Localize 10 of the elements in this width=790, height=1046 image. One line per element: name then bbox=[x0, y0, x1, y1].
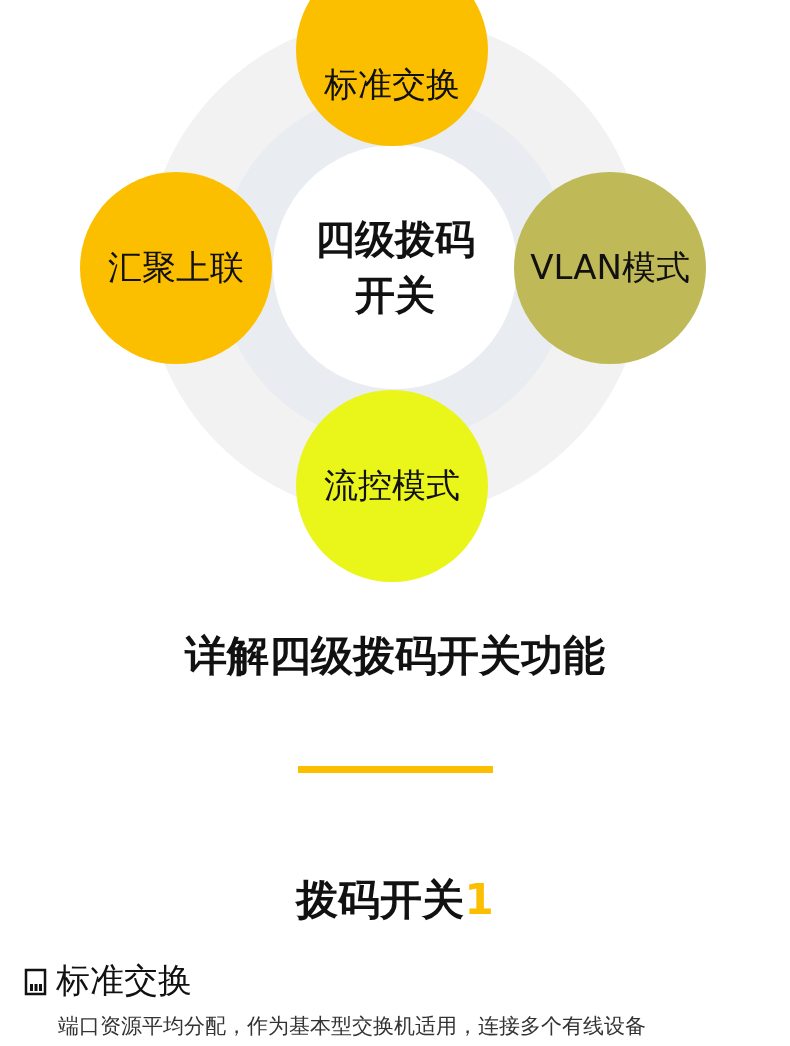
circle-label: 流控模式 bbox=[324, 464, 460, 508]
subsection-heading: 拨码开关 bbox=[296, 875, 465, 924]
heading-number: 1 bbox=[464, 875, 494, 924]
circle-label: 标准交换 bbox=[324, 63, 460, 107]
section-title: 详解四级拨码开关功能 bbox=[183, 630, 606, 682]
feature-description: 端口资源平均分配，作为基本型交换机适用，连接多个有线设备 bbox=[58, 1013, 646, 1040]
circle-label: 四级拨码开关 bbox=[314, 215, 476, 320]
circle-label: VLAN模式 bbox=[530, 246, 690, 290]
feature-heading: 标准交换 bbox=[56, 959, 192, 1002]
circle-label: 汇聚上联 bbox=[108, 246, 244, 290]
